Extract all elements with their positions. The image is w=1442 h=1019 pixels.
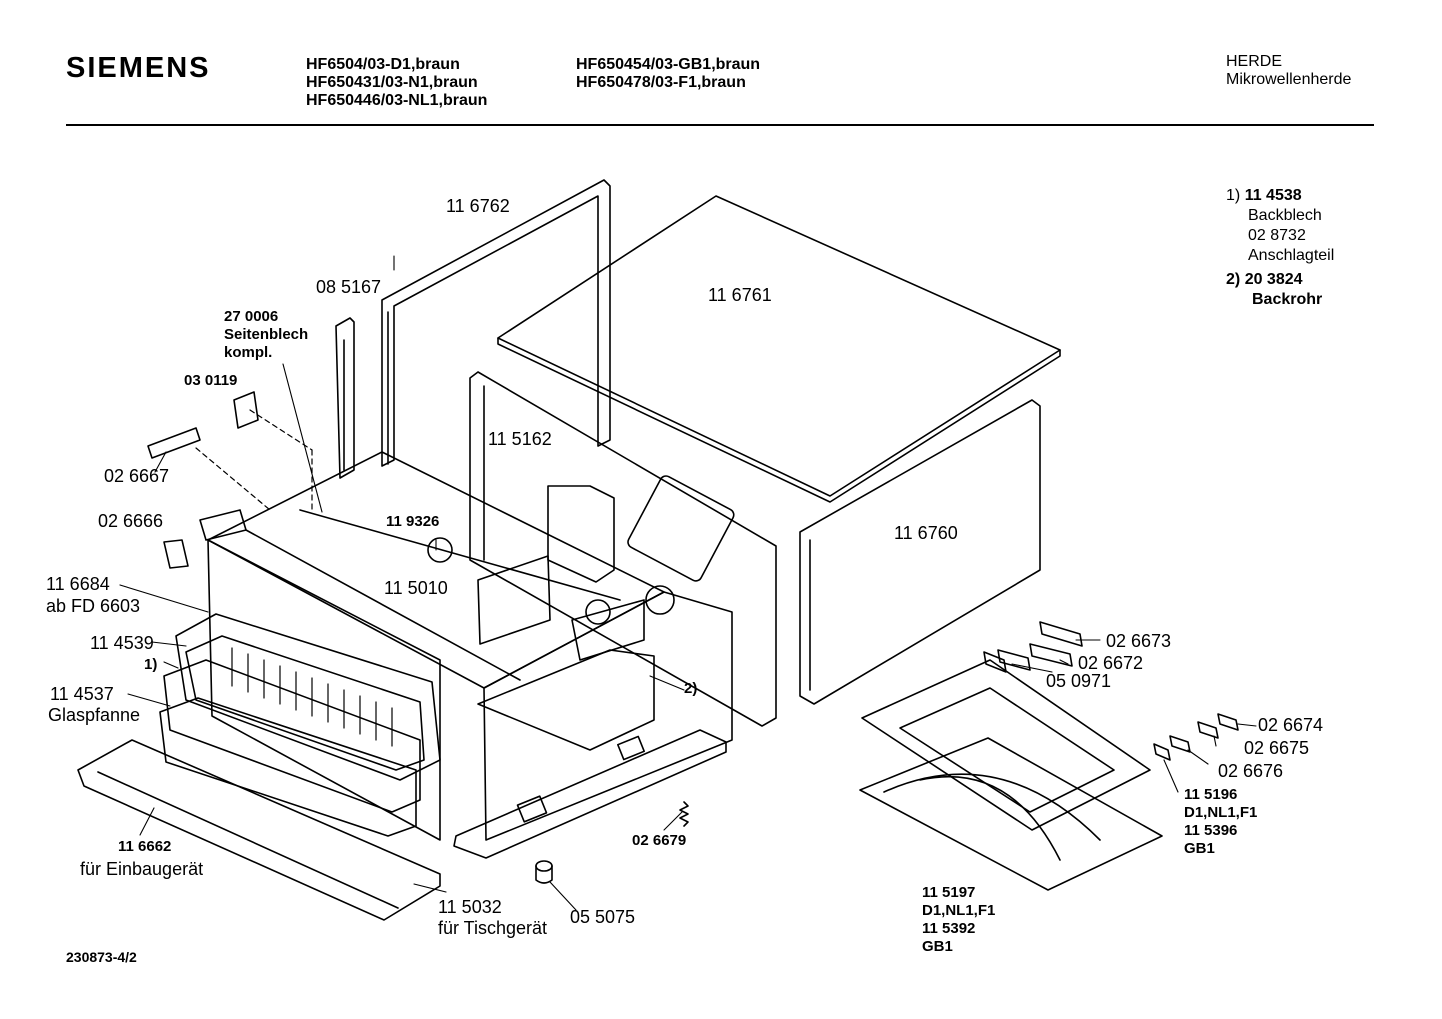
note-text: 20 3824 <box>1244 271 1303 288</box>
model-item: HF6504/03-D1,braun <box>306 56 460 73</box>
note-marker: 2) <box>1226 271 1241 288</box>
part-label: 02 6676 <box>1218 761 1284 781</box>
part-desc: kompl. <box>224 344 273 361</box>
model-item: HF650478/03-F1,braun <box>576 74 746 91</box>
part-label: 05 5075 <box>570 907 636 927</box>
part-label: 11 5162 <box>488 429 552 449</box>
brand-logo: SIEMENS <box>66 52 211 84</box>
note-1-row: 1) 11 4538 <box>1226 186 1334 206</box>
part-desc: für Einbaugerät <box>80 859 204 879</box>
ref-marker: 1) <box>144 656 158 673</box>
oven-trays <box>159 613 441 837</box>
part-label: 11 5196 <box>1184 786 1238 803</box>
variant-label: D1,NL1,F1 <box>922 902 996 919</box>
variant-label: GB1 <box>922 938 953 955</box>
model-item: HF650446/03-NL1,braun <box>306 92 488 109</box>
back-frame <box>381 179 611 467</box>
part-label: 27 0006 <box>224 308 279 325</box>
part-label: 11 5197 <box>922 884 976 901</box>
part-label: 11 6760 <box>894 523 958 543</box>
base-plate <box>453 729 727 859</box>
note-text: Backrohr <box>1252 291 1323 308</box>
part-label: 02 6672 <box>1078 653 1144 673</box>
top-cover <box>497 195 1061 503</box>
note-text: Backblech <box>1248 207 1322 224</box>
variant-label: GB1 <box>1184 840 1215 857</box>
model-item: HF650454/03-GB1,braun <box>576 56 761 73</box>
part-label: 11 6662 <box>118 838 172 855</box>
model-item: HF650431/03-N1,braun <box>306 74 478 91</box>
part-desc: ab FD 6603 <box>46 596 141 616</box>
part-label: 11 5010 <box>384 578 448 598</box>
category-subtitle: Mikrowellenherde <box>1226 71 1352 88</box>
part-desc: für Tischgerät <box>438 918 548 938</box>
footnotes: 1) 11 4538 Backblech 02 8732 Anschlagtei… <box>1226 186 1334 310</box>
bottom-strip <box>77 739 441 921</box>
note-marker: 1) <box>1226 187 1241 204</box>
part-label: 02 6667 <box>104 466 170 486</box>
part-label: 11 4537 <box>50 684 114 704</box>
part-label: 11 4539 <box>90 633 154 653</box>
part-label: 02 6675 <box>1244 738 1310 758</box>
part-desc: Seitenblech <box>224 326 309 343</box>
note-text: Anschlagteil <box>1248 247 1335 264</box>
microwave-trays <box>859 659 1163 891</box>
part-label: 11 6761 <box>708 285 772 305</box>
note-2-row: 2) 20 3824 <box>1226 270 1334 290</box>
rear-housing <box>469 371 777 727</box>
part-label: 11 5396 <box>1184 822 1238 839</box>
dashed-connectors <box>195 409 313 511</box>
part-label: 11 5032 <box>438 897 502 917</box>
hinge-brackets <box>983 621 1239 761</box>
header-rule <box>66 124 1374 126</box>
part-label: 02 6679 <box>632 832 687 849</box>
part-label: 05 0971 <box>1046 671 1112 691</box>
foot-parts <box>535 801 689 884</box>
part-label: 02 6674 <box>1258 715 1324 735</box>
note-text: 02 8732 <box>1248 227 1306 244</box>
part-label: 02 6666 <box>98 511 164 531</box>
part-label: 02 6673 <box>1106 631 1172 651</box>
leader-lines <box>119 255 1257 911</box>
small-parts-left <box>147 391 259 569</box>
side-rail <box>335 317 355 479</box>
part-label: 11 6684 <box>46 574 110 594</box>
part-label: 11 5392 <box>922 920 976 937</box>
oven-chassis <box>207 451 733 841</box>
note-text: 11 4538 <box>1244 187 1302 204</box>
model-list-1: HF6504/03-D1,braun HF650431/03-N1,braun … <box>306 56 487 110</box>
category-block: HERDE Mikrowellenherde <box>1226 53 1351 89</box>
category-title: HERDE <box>1226 53 1283 70</box>
model-list-2: HF650454/03-GB1,braun HF650478/03-F1,bra… <box>576 56 760 92</box>
part-label: 08 5167 <box>316 277 382 297</box>
part-label: 03 0119 <box>184 372 238 389</box>
document-number: 230873-4/2 <box>66 949 137 965</box>
ref-marker: 2) <box>684 680 698 697</box>
side-panel <box>799 399 1041 705</box>
part-label: 11 9326 <box>386 513 440 530</box>
part-desc: Glaspfanne <box>48 705 141 725</box>
part-label: 11 6762 <box>446 196 510 216</box>
variant-label: D1,NL1,F1 <box>1184 804 1258 821</box>
